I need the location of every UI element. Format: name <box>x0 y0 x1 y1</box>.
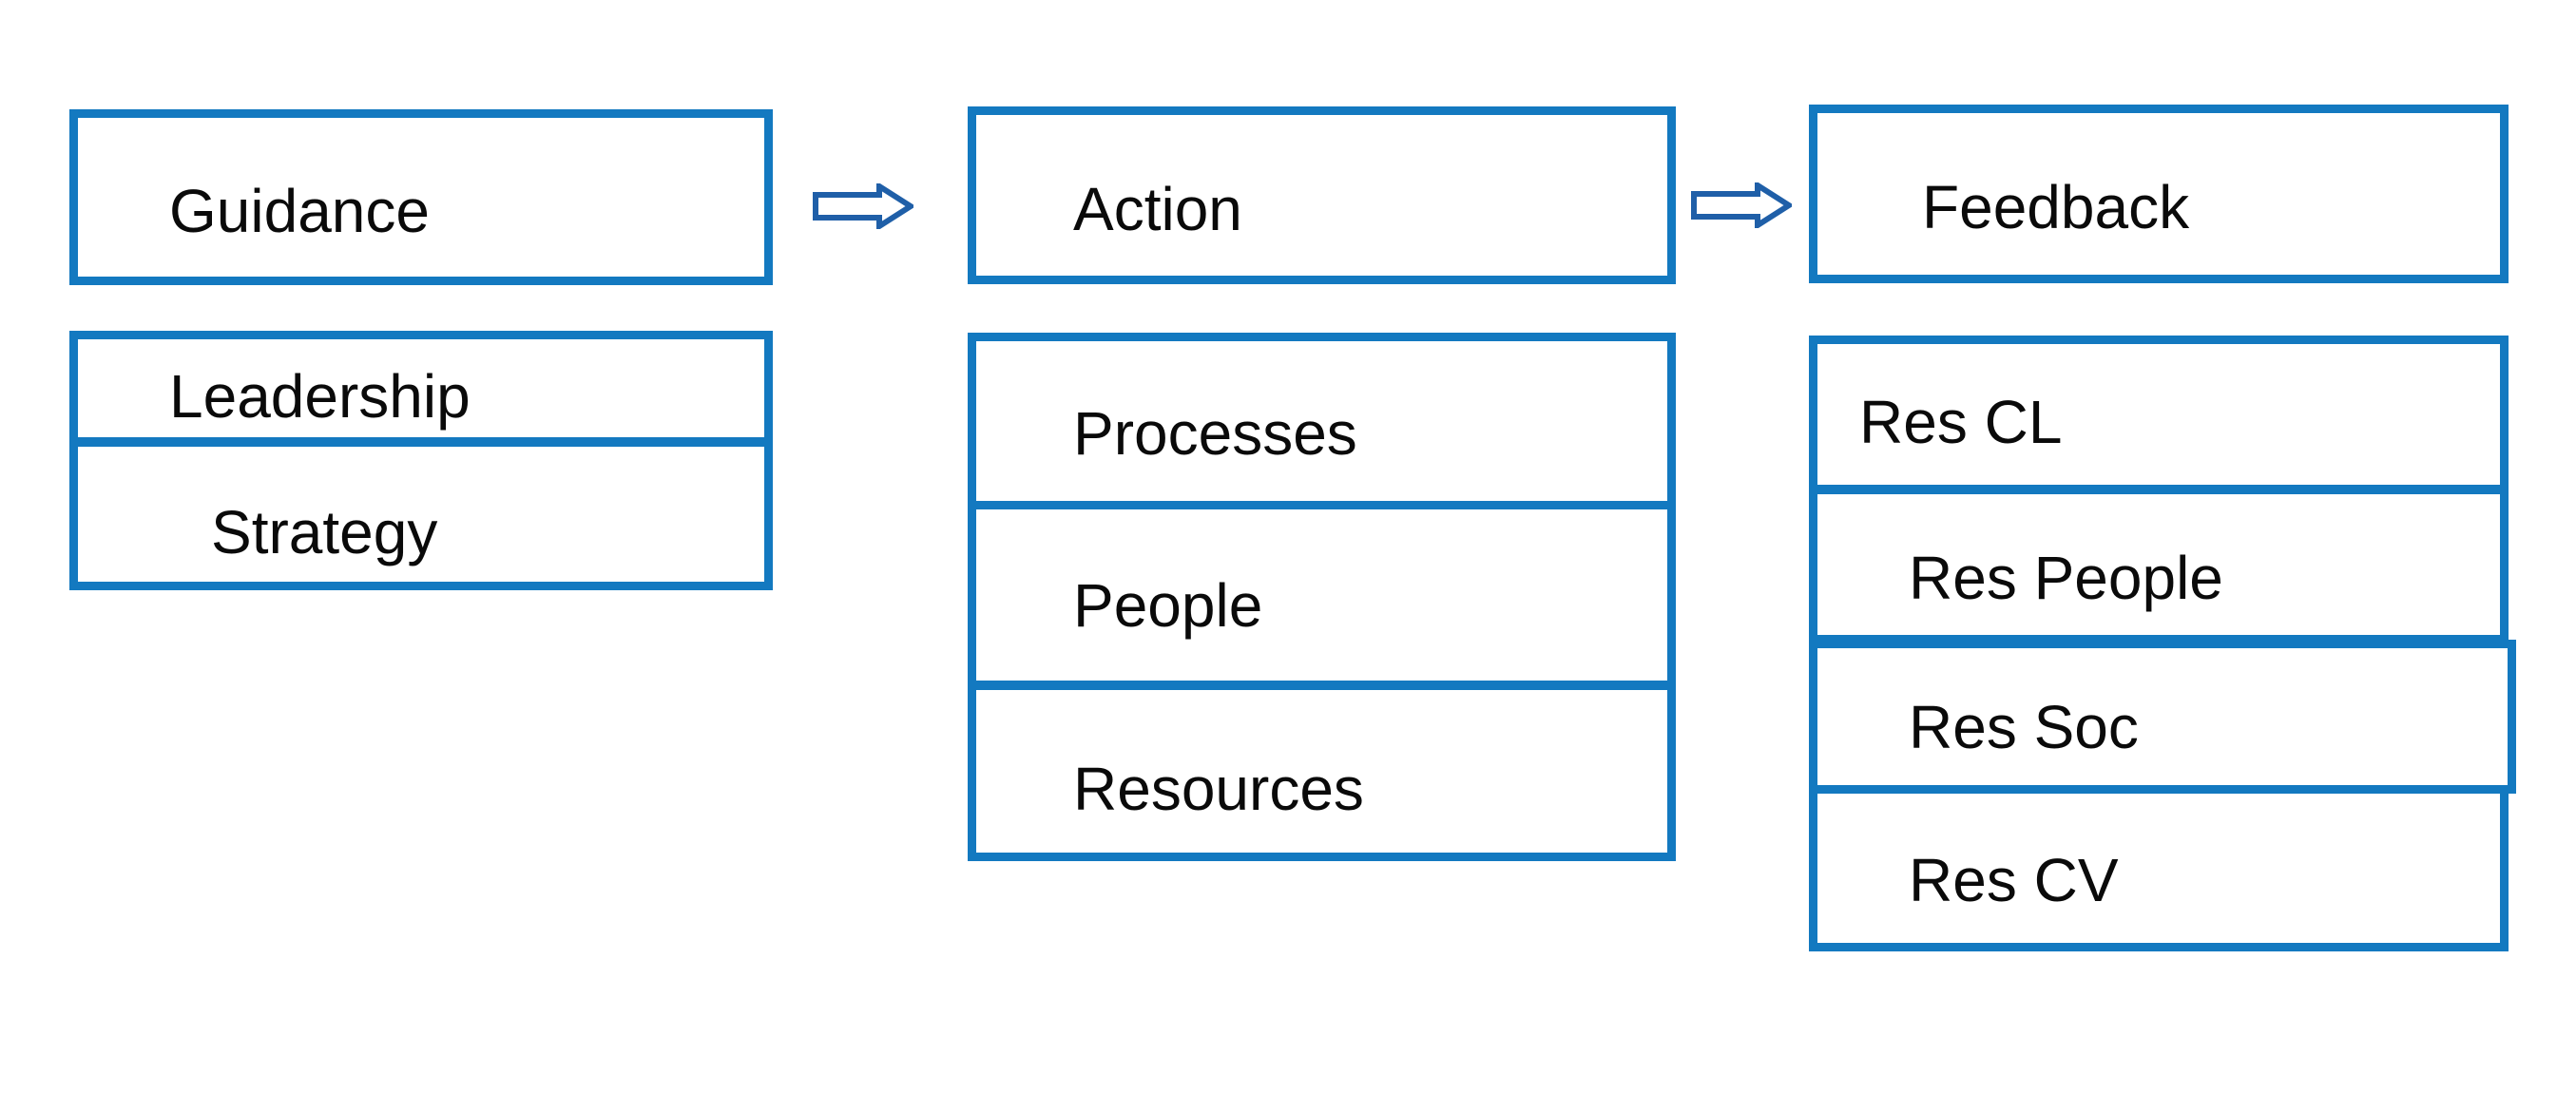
node-people[interactable]: People <box>968 509 1676 685</box>
node-label: Res Soc <box>1909 693 2139 761</box>
node-res-soc[interactable]: Res Soc <box>1809 640 2516 794</box>
node-label: Resources <box>1073 754 1364 823</box>
node-label: Feedback <box>1922 173 2190 241</box>
node-resources[interactable]: Resources <box>968 685 1676 861</box>
node-label: People <box>1073 571 1263 640</box>
node-label: Processes <box>1073 399 1357 468</box>
node-label: Res CV <box>1909 845 2119 914</box>
right-arrow-icon <box>1691 182 1792 228</box>
node-label: Strategy <box>211 498 438 566</box>
node-strategy[interactable]: Strategy <box>69 442 773 590</box>
node-label: Leadership <box>169 361 471 431</box>
node-label: Action <box>1073 174 1242 243</box>
node-leadership[interactable]: Leadership <box>69 331 773 442</box>
node-label: Res People <box>1909 544 2223 612</box>
node-res-cl[interactable]: Res CL <box>1809 336 2509 489</box>
node-processes[interactable]: Processes <box>968 333 1676 509</box>
node-label: Guidance <box>169 176 430 245</box>
node-action-header[interactable]: Action <box>968 106 1676 284</box>
node-label: Res CL <box>1859 388 2063 456</box>
node-res-cv[interactable]: Res CV <box>1809 794 2509 951</box>
node-feedback-header[interactable]: Feedback <box>1809 105 2509 283</box>
node-guidance-header[interactable]: Guidance <box>69 109 773 285</box>
right-arrow-icon <box>813 183 913 229</box>
node-res-people[interactable]: Res People <box>1809 489 2509 640</box>
